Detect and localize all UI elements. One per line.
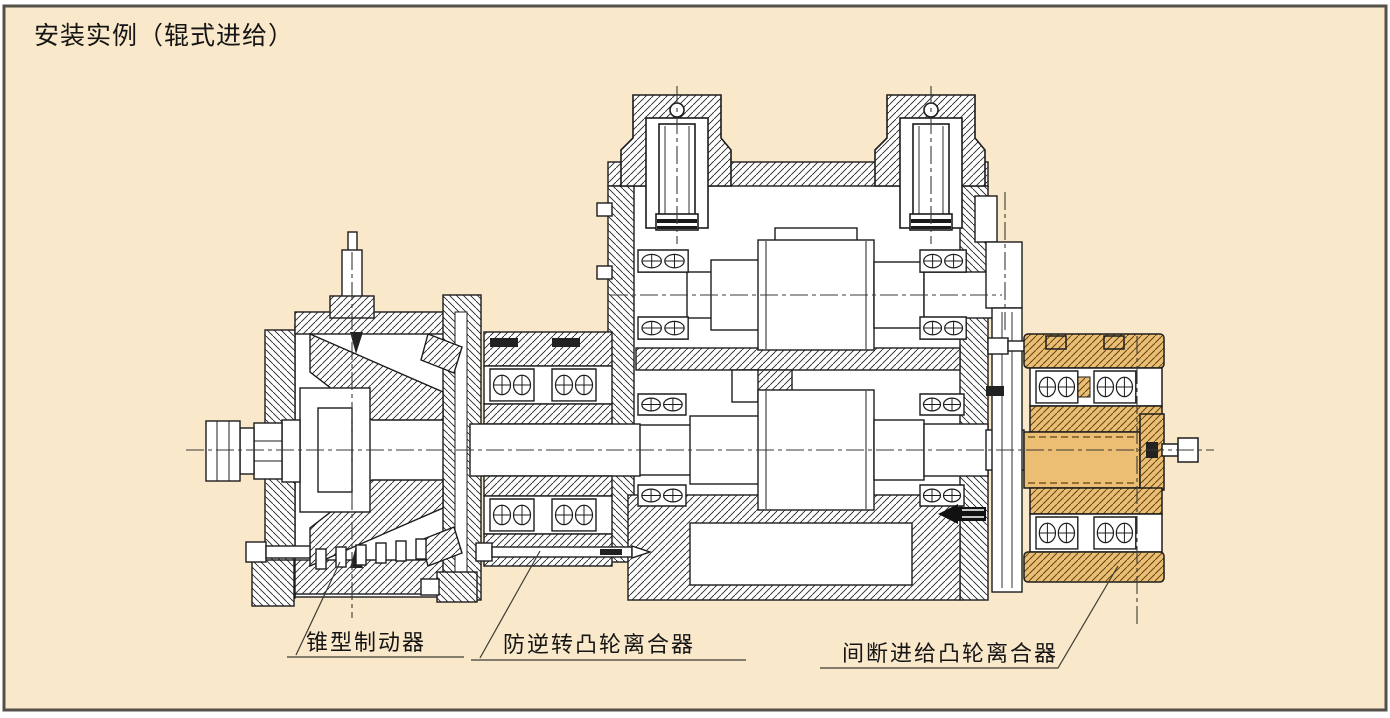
input-shaft-bolt bbox=[205, 419, 301, 483]
mounting-tower-right bbox=[874, 94, 986, 231]
retainer-screw bbox=[938, 504, 986, 524]
torque-rod bbox=[475, 542, 653, 562]
end-bolt bbox=[1146, 437, 1199, 463]
callout-label-intermittent-clutch: 间断进给凸轮离合器 bbox=[842, 641, 1058, 666]
callouts bbox=[287, 550, 1119, 669]
leader-intermittent-clutch bbox=[820, 565, 1119, 669]
center-lines bbox=[186, 86, 1214, 628]
lower-left-bolt bbox=[245, 541, 311, 563]
leader-cone-brake bbox=[287, 561, 464, 658]
callout-label-cone-brake: 锥型制动器 bbox=[306, 630, 426, 655]
anti-reverse-cam-clutch bbox=[420, 331, 653, 603]
ratchet-teeth bbox=[315, 538, 427, 570]
callout-label-anti-reverse-clutch: 防逆转凸轮离合器 bbox=[503, 632, 695, 657]
leader-anti-reverse-clutch bbox=[471, 550, 746, 661]
page-title: 安装实例（辊式进给） bbox=[34, 22, 294, 50]
top-bolt bbox=[329, 231, 375, 319]
intermittent-feed-cam-clutch bbox=[1023, 333, 1199, 583]
